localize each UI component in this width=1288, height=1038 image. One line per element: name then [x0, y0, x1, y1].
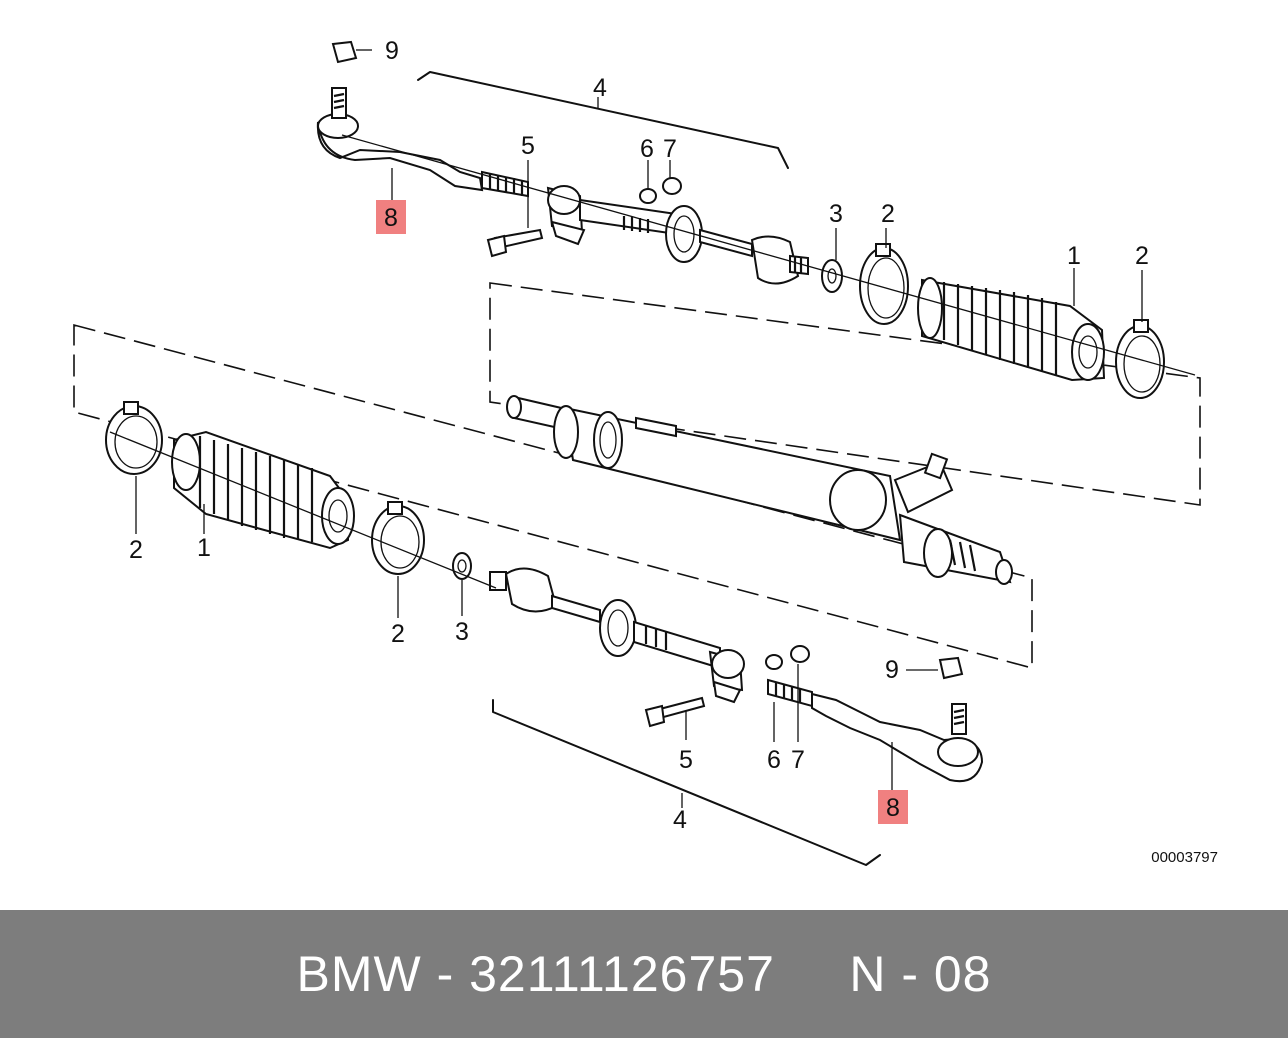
top-clamp-2a [859, 243, 909, 325]
label-top-2a: 2 [881, 200, 895, 228]
label-top-5: 5 [521, 132, 535, 160]
bottom-inner-tie-rod [489, 567, 721, 670]
top-axis-line [341, 134, 1196, 376]
bottom-lock-washer-3 [452, 552, 472, 580]
bottom-tie-rod-end [767, 656, 984, 783]
bottom-axis-line [109, 431, 497, 589]
label-bottom-8: 8 [886, 794, 900, 822]
bottom-bellows-1 [171, 430, 355, 550]
label-bottom-5: 5 [679, 746, 693, 774]
label-top-1: 1 [1067, 242, 1081, 270]
bracket-bottom-4 [492, 699, 881, 866]
bracket-top-4 [417, 71, 789, 169]
bottom-clamp-2a [105, 401, 163, 475]
label-bottom-4: 4 [673, 806, 687, 834]
top-clamp-2b [1115, 319, 1165, 399]
label-top-9: 9 [385, 37, 399, 65]
label-bottom-6: 6 [767, 746, 781, 774]
label-top-3: 3 [829, 200, 843, 228]
label-bottom-9: 9 [885, 656, 899, 684]
bottom-washer-nut-6-7 [765, 645, 810, 670]
top-inner-tie-rod [579, 198, 809, 285]
bottom-clamp-sleeve [644, 649, 745, 728]
label-bottom-7: 7 [791, 746, 805, 774]
label-bottom-1: 1 [197, 534, 211, 562]
label-bottom-3: 3 [455, 618, 469, 646]
label-bottom-2b: 2 [391, 620, 405, 648]
bottom-clamp-2b [371, 501, 425, 575]
label-top-6: 6 [640, 135, 654, 163]
label-bottom-2a: 2 [129, 536, 143, 564]
footer-part-number: BMW - 32111126757 N - 08 [296, 946, 992, 1002]
reference-code: 00003797 [1151, 849, 1218, 866]
steering-rack-housing [506, 395, 1013, 585]
label-top-7: 7 [663, 135, 677, 163]
leader-lines [135, 49, 1143, 790]
top-tie-rod-end [316, 40, 529, 198]
top-washer-nut-6-7 [639, 177, 682, 204]
footer-bar: BMW - 32111126757 N - 08 [0, 910, 1288, 1038]
parts-diagram: 9 4 5 6 7 8 3 2 1 2 2 1 2 3 9 5 6 7 4 8 … [73, 37, 1218, 866]
label-top-8: 8 [384, 204, 398, 232]
highlight-box-top-8 [376, 200, 406, 234]
top-bellows-1 [917, 277, 1106, 382]
highlight-box-bottom-8 [878, 790, 908, 824]
top-clamp-sleeve [486, 185, 586, 258]
top-lock-washer-3 [821, 259, 843, 293]
label-top-2b: 2 [1135, 242, 1149, 270]
label-top-4: 4 [593, 74, 607, 102]
